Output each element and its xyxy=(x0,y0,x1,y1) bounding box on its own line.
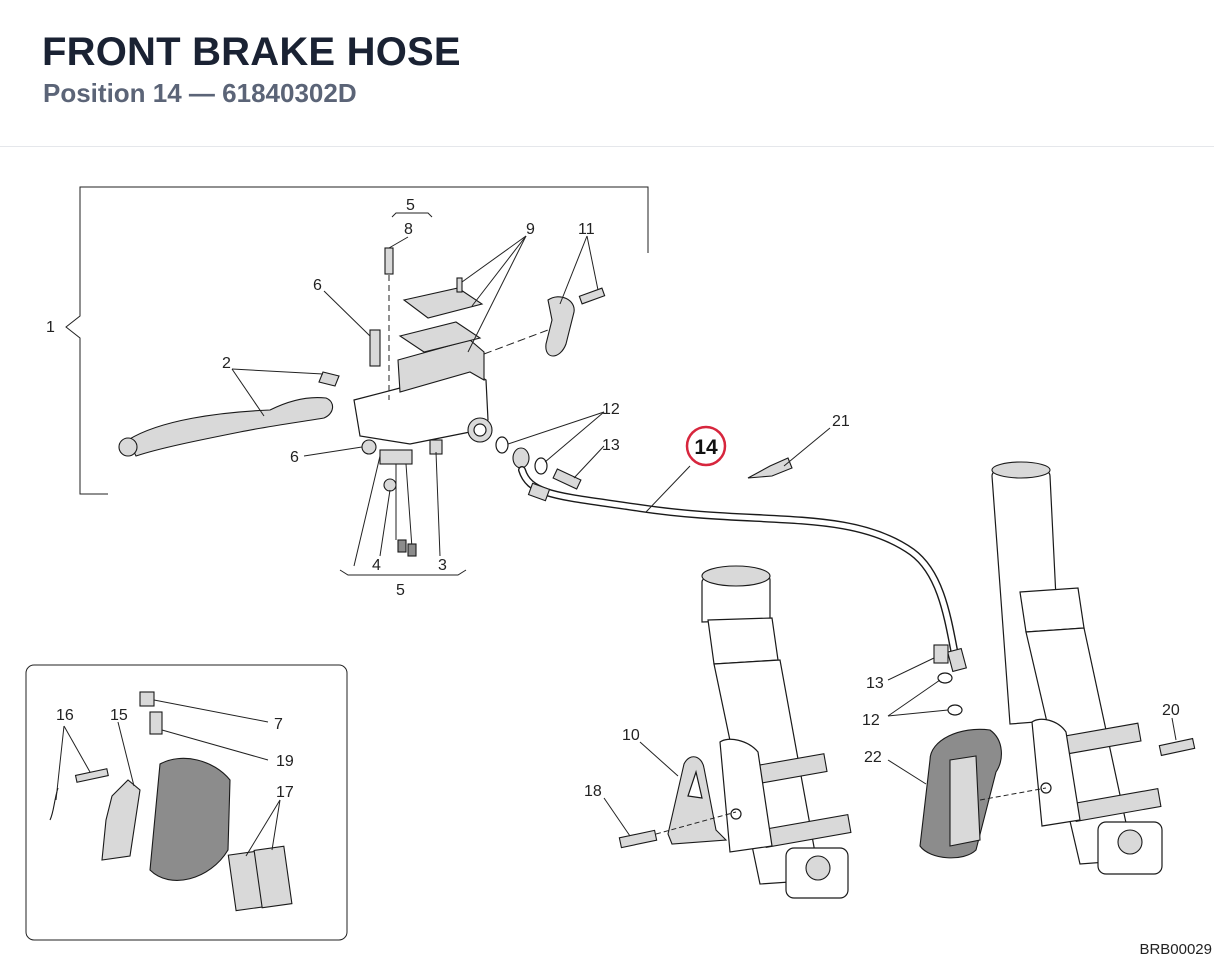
callout-5-bottom: 5 xyxy=(396,582,405,599)
reservoir-gasket xyxy=(398,321,482,353)
copper-washer-c xyxy=(937,672,953,684)
bolt-18-axis xyxy=(655,811,737,835)
reservoir-cover xyxy=(402,287,484,319)
callout-14: 14 xyxy=(694,436,718,459)
callout-15: 15 xyxy=(110,707,128,724)
copper-washer-a xyxy=(495,436,509,454)
leader-lines xyxy=(55,235,1177,857)
callout-6-bottom: 6 xyxy=(290,449,299,466)
callout-13-top: 13 xyxy=(602,437,620,454)
callout-12-bottom: 12 xyxy=(862,712,880,729)
bleeder-cap-7 xyxy=(139,691,155,707)
master-cylinder-assembly xyxy=(118,247,606,557)
clamp-bolt xyxy=(578,287,606,305)
caliper-bracket xyxy=(667,756,728,845)
banjo-fittings-bottom xyxy=(933,644,963,716)
connector-a xyxy=(397,539,407,553)
bushing-3 xyxy=(429,439,443,455)
nut-6 xyxy=(361,439,377,455)
caliper-body-inset xyxy=(149,757,231,881)
callout-7: 7 xyxy=(274,716,283,733)
hose-clip xyxy=(747,457,793,479)
brake-switch xyxy=(379,449,413,465)
caliper-bracket-inset xyxy=(101,779,141,861)
handlebar-clamp xyxy=(545,296,575,357)
banjo-bolt-top xyxy=(552,468,582,490)
switch-wires xyxy=(395,463,413,549)
callout-20: 20 xyxy=(1162,702,1180,719)
callout-11: 11 xyxy=(578,221,595,238)
highlight-ring-14 xyxy=(685,425,727,467)
callout-labels: 1 2 3 4 5 5 6 6 7 8 9 10 11 12 12 13 13 … xyxy=(46,197,1180,801)
bleeder-valve-19 xyxy=(149,711,163,735)
bracket-5-bottom xyxy=(339,569,467,576)
callout-10: 10 xyxy=(622,727,640,744)
bolt-18 xyxy=(618,829,658,849)
callout-1: 1 xyxy=(46,319,55,336)
banjo-union-top xyxy=(512,447,530,469)
callout-5-top: 5 xyxy=(406,197,415,214)
callout-8: 8 xyxy=(404,221,413,238)
brake-caliper xyxy=(919,728,1047,859)
assembly-bracket-1 xyxy=(65,186,649,495)
callout-16: 16 xyxy=(56,707,74,724)
fork-leg-right xyxy=(991,461,1196,875)
copper-washer-b xyxy=(534,457,548,475)
page-header: FRONT BRAKE HOSE Position 14 — 61840302D xyxy=(0,0,1214,147)
brake-lever xyxy=(127,396,334,457)
callout-2: 2 xyxy=(222,355,231,372)
screw-9 xyxy=(456,277,463,293)
hose-end-bottom xyxy=(946,647,968,673)
callout-9: 9 xyxy=(526,221,535,238)
callout-4: 4 xyxy=(372,557,381,574)
brake-hose xyxy=(518,466,968,673)
lever-knob xyxy=(118,437,138,457)
callout-21: 21 xyxy=(832,413,850,430)
bracket-5-top xyxy=(391,212,433,218)
callout-17: 17 xyxy=(276,784,294,801)
outlet-bore xyxy=(473,423,487,437)
callout-19: 19 xyxy=(276,753,294,770)
fork-leg-left xyxy=(701,565,852,899)
banjo-bolt-bottom xyxy=(933,644,949,664)
screw-8 xyxy=(384,247,394,275)
callout-12-top: 12 xyxy=(602,401,620,418)
clamp-axis xyxy=(483,329,549,355)
bolt-20 xyxy=(1158,737,1196,757)
washer-4 xyxy=(383,478,397,492)
callout-6-top: 6 xyxy=(313,277,322,294)
callout-22: 22 xyxy=(864,749,882,766)
brake-pad-b xyxy=(253,845,293,909)
drawing-code: BRB00029 xyxy=(1139,941,1212,958)
callout-13-bottom: 13 xyxy=(866,675,884,692)
callout-18: 18 xyxy=(584,783,602,800)
banjo-fittings-top xyxy=(495,436,582,490)
bracket-cutout xyxy=(687,769,703,799)
hose-end-top xyxy=(527,482,551,502)
lever-pivot-pin xyxy=(318,371,340,387)
page-title: FRONT BRAKE HOSE xyxy=(42,30,461,74)
screw-6-top xyxy=(369,329,381,367)
pin-16 xyxy=(74,768,109,783)
connector-b xyxy=(407,543,417,557)
callout-3: 3 xyxy=(438,557,447,574)
page-subtitle: Position 14 — 61840302D xyxy=(43,78,357,108)
copper-washer-d xyxy=(947,704,963,716)
caliper-inset-box xyxy=(25,664,348,941)
